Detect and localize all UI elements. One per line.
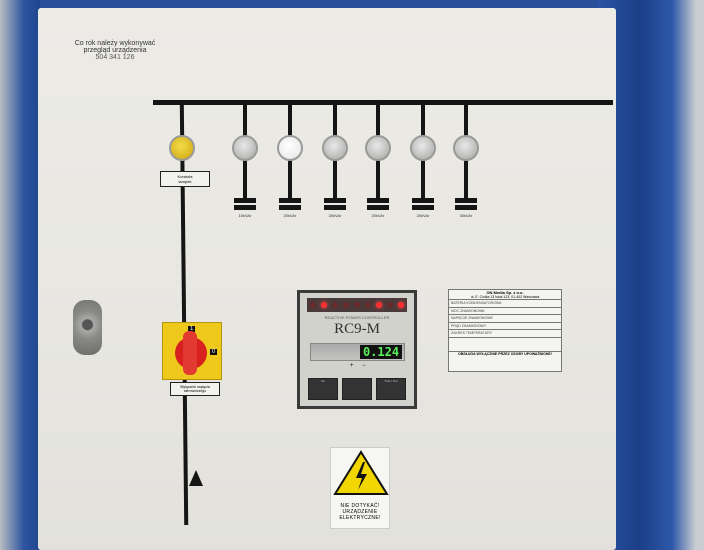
nameplate-footer: OBSŁUGA WYŁĄCZNIE PRZEZ OSOBY UPOWAŻNION… [458, 351, 552, 356]
warning-line1: NIE DOTYKAĆ! [340, 503, 380, 509]
warning-line2: URZĄDZENIE [342, 509, 378, 515]
capacitor-plate-top [412, 198, 434, 203]
maintenance-notice: Co rok należy wykonywać przegląd urządze… [55, 40, 175, 61]
step-label: 10kVAr [238, 213, 252, 218]
step-lamp [232, 135, 258, 161]
arrow-up-icon [189, 470, 203, 486]
indicator-lamp-yellow [169, 135, 195, 161]
step-label: 20kVAr [283, 213, 297, 218]
nameplate-row: BATERIA KONDENSATOROWA [449, 300, 561, 308]
bus-bar [153, 100, 613, 105]
nameplate-address: ul. E. Ciołka 13 lokal 123, 01-402 Warsz… [449, 295, 561, 300]
nameplate-company: ON Media Sp. z o.o. [486, 290, 524, 295]
capacitor-plate-bottom [279, 205, 301, 210]
step-led [353, 302, 360, 308]
notice-line1: Co rok należy wykonywać [74, 40, 156, 47]
plus-button[interactable]: + [350, 363, 354, 369]
control-voltage-switch[interactable]: 1 0 [162, 322, 222, 380]
nameplate-row: MOC ZNAMIONOWA [449, 308, 561, 315]
step-led [398, 302, 405, 308]
step-led [309, 302, 316, 308]
step-led [365, 302, 372, 308]
nameplate-row: ZAKRES TEMPERATURY [449, 330, 561, 338]
notice-phone: 504 341 126 [95, 54, 135, 61]
controller-display: 0.124 [360, 345, 402, 359]
step-led [331, 302, 338, 308]
capacitor-plate-top [234, 198, 256, 203]
step-label: 20kVAr [416, 213, 430, 218]
reactive-power-controller: REACTIVE POWER CONTROLLER RC9-M 0.124 + … [297, 290, 417, 409]
warning-line3: ELEKTRYCZNE! [339, 515, 381, 521]
step-lamp [322, 135, 348, 161]
nameplate-row: PRĄD ZNAMIONOWY [449, 323, 561, 330]
warning-sign: NIE DOTYKAĆ! URZĄDZENIE ELEKTRYCZNE! [330, 447, 390, 529]
step-led-bar [307, 298, 407, 312]
dip-label-3: Tmp / Ton [384, 379, 398, 383]
step-lamp [410, 135, 436, 161]
controller-title: REACTIVE POWER CONTROLLER [324, 315, 390, 320]
step-led [342, 302, 349, 308]
capacitor-plate-bottom [324, 205, 346, 210]
capacitor-plate-bottom [412, 205, 434, 210]
cabinet-door [38, 8, 616, 550]
step-lamp [453, 135, 479, 161]
step-lamp [277, 135, 303, 161]
step-led [387, 302, 394, 308]
capacitor-plate-top [455, 198, 477, 203]
step-led [320, 302, 327, 308]
step-label: 20kVAr [328, 213, 342, 218]
capacitor-plate-bottom [367, 205, 389, 210]
controller-model: RC9-M [334, 321, 380, 337]
nameplate: ON Media Sp. z o.o. ul. E. Ciołka 13 lok… [448, 289, 562, 372]
minus-button[interactable]: − [362, 363, 366, 369]
config-dip-1[interactable]: Uo [308, 378, 338, 400]
cabinet-left-edge [0, 0, 40, 550]
capacitor-plate-bottom [455, 205, 477, 210]
nameplate-row: NAPIĘCIE ZNAMIONOWE [449, 315, 561, 323]
switch-label: Wyłącznik napięcia sterowniczego [170, 382, 220, 396]
capacitor-plate-top [324, 198, 346, 203]
high-voltage-icon [333, 450, 389, 495]
step-led [376, 302, 383, 308]
capacitor-plate-top [279, 198, 301, 203]
indicator-label-line1: Kontrola [177, 174, 193, 179]
dip-label-1: Uo [321, 379, 325, 383]
config-dip-3[interactable]: Tmp / Ton [376, 378, 406, 400]
step-label: 30kVAr [459, 213, 473, 218]
config-dip-2[interactable] [342, 378, 372, 400]
switch-position-on: 1 [188, 326, 196, 332]
capacitor-plate-top [367, 198, 389, 203]
notice-line2: przegląd urządzenia [83, 47, 147, 54]
switch-handle[interactable] [183, 331, 197, 375]
switch-position-off: 0 [210, 349, 218, 355]
step-label: 20kVAr [371, 213, 385, 218]
indicator-label-line2: lampek [178, 179, 192, 184]
door-lock-handle[interactable] [73, 300, 102, 355]
capacitor-plate-bottom [234, 205, 256, 210]
step-lamp [365, 135, 391, 161]
